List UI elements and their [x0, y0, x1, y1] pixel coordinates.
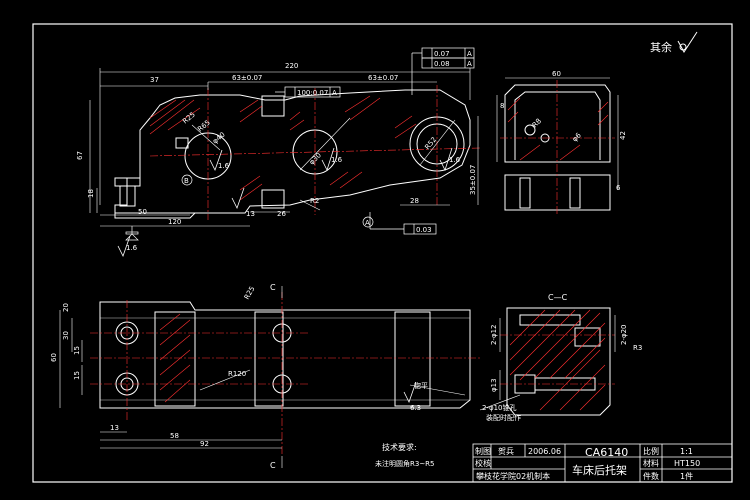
- tb-school: 攀枝花学院02机制本: [476, 471, 550, 481]
- tb-model: CA6140: [585, 446, 628, 459]
- section-hole-note2: 装配时配作: [486, 413, 521, 422]
- tb-row1-name: 贺兵: [498, 446, 514, 456]
- dim-phi-left: φ40: [211, 131, 227, 146]
- roughness-1-6-c: 1.6: [449, 156, 461, 164]
- dim-63-right: 63±0.07: [368, 74, 398, 82]
- tol-datum-c: A: [332, 89, 337, 97]
- tb-part-name: 车床后托架: [572, 463, 627, 477]
- dim-height-67: 67: [76, 151, 84, 160]
- dim-13: 13: [246, 210, 255, 218]
- roughness-1-6-d: 1.6: [126, 244, 138, 252]
- tol-parallel-a: 0.07: [434, 50, 450, 58]
- top-dim-r25: R25: [243, 285, 257, 301]
- dim-total-width: 220: [285, 62, 298, 70]
- dim-63-left: 63±0.07: [232, 74, 262, 82]
- side-dim-phi6: φ6: [571, 131, 583, 143]
- surface-finish-label: 其余: [650, 40, 672, 54]
- drawing-frame: [32, 23, 733, 483]
- side-dim-6: 6: [616, 184, 621, 192]
- dim-18: 18: [87, 189, 95, 198]
- tb-material-label: 材料: [643, 458, 659, 468]
- dim-26: 26: [277, 210, 286, 218]
- tb-qty-label: 件数: [643, 471, 659, 481]
- roughness-1-6-a: 1.6: [218, 162, 230, 170]
- surface-finish-note: 其余: [650, 31, 698, 54]
- section-dim-2phi20: 2-φ20: [620, 324, 628, 345]
- tech-req-line1: 未注明圆角R3~R5: [375, 459, 435, 468]
- top-view: 60 30 20 15 15 13 58 92 R120 R25 C C 6.3…: [50, 283, 480, 470]
- front-view: 220 37 63±0.07 63±0.07 67 18 50 120 26 1…: [76, 47, 481, 258]
- tol-parallel-c: 100:0.07: [297, 89, 328, 97]
- top-dim-60: 60: [50, 353, 58, 362]
- tb-row1-date: 2006.06: [528, 447, 561, 456]
- dim-37: 37: [150, 76, 159, 84]
- section-cc-view: C—C 2-φ12 2-φ20 φ13: [479, 293, 642, 422]
- side-dim-8: 8: [500, 102, 504, 110]
- section-c-top: C: [270, 283, 276, 292]
- tb-qty-value: 1件: [680, 471, 693, 481]
- section-hole-note: 2-φ10锥孔: [482, 403, 517, 412]
- tol-datum-b: A: [467, 60, 472, 68]
- top-roughness-6-3: 6.3: [410, 404, 421, 412]
- balloon-b: B: [184, 177, 189, 185]
- top-dim-58: 58: [170, 432, 179, 440]
- dim-50: 50: [138, 208, 147, 216]
- dim-phi-mid: φ30: [308, 151, 323, 166]
- tb-material-value: HT150: [674, 459, 700, 468]
- tb-row1-label: 制图: [475, 446, 491, 456]
- side-dim-r8: R8: [531, 117, 543, 129]
- dim-height-35: 35±0.07: [469, 165, 477, 195]
- section-dim-2phi12: 2-φ12: [490, 324, 498, 345]
- top-dim-15a: 15: [73, 346, 81, 355]
- section-dim-r3: R3: [633, 344, 642, 352]
- tech-requirements: 技术要求: 未注明圆角R3~R5: [375, 442, 435, 468]
- section-title: C—C: [548, 293, 568, 302]
- tb-scale-value: 1:1: [680, 447, 693, 456]
- dim-r65: R65: [196, 119, 212, 134]
- side-dim-42: 42: [619, 131, 627, 140]
- dim-r2: R2: [310, 197, 319, 205]
- dim-120: 120: [168, 218, 181, 226]
- top-dim-92: 92: [200, 440, 209, 448]
- side-view: 60 42 6 8 φ6 R8: [496, 70, 627, 215]
- tb-row2-label: 校核: [475, 458, 491, 468]
- tech-req-title: 技术要求:: [382, 442, 417, 452]
- top-dim-20: 20: [62, 303, 70, 312]
- dim-28: 28: [410, 197, 419, 205]
- datum-a-label: A: [365, 219, 370, 227]
- section-c-bottom: C: [270, 461, 276, 470]
- title-block: [472, 443, 733, 483]
- tb-scale-label: 比例: [643, 446, 659, 456]
- dim-r25: R25: [181, 111, 197, 126]
- roughness-1-6-b: 1.6: [331, 156, 343, 164]
- tol-flatness: 0.03: [416, 226, 432, 234]
- section-dim-phi13: φ13: [490, 378, 498, 392]
- top-dim-30: 30: [62, 331, 70, 340]
- tol-datum-a: A: [467, 50, 472, 58]
- tol-parallel-b: 0.08: [434, 60, 450, 68]
- top-dim-r120: R120: [228, 370, 246, 378]
- top-dim-13: 13: [110, 424, 119, 432]
- side-dim-60: 60: [552, 70, 561, 78]
- top-dim-15b: 15: [73, 371, 81, 380]
- top-note: 锪平: [414, 381, 428, 390]
